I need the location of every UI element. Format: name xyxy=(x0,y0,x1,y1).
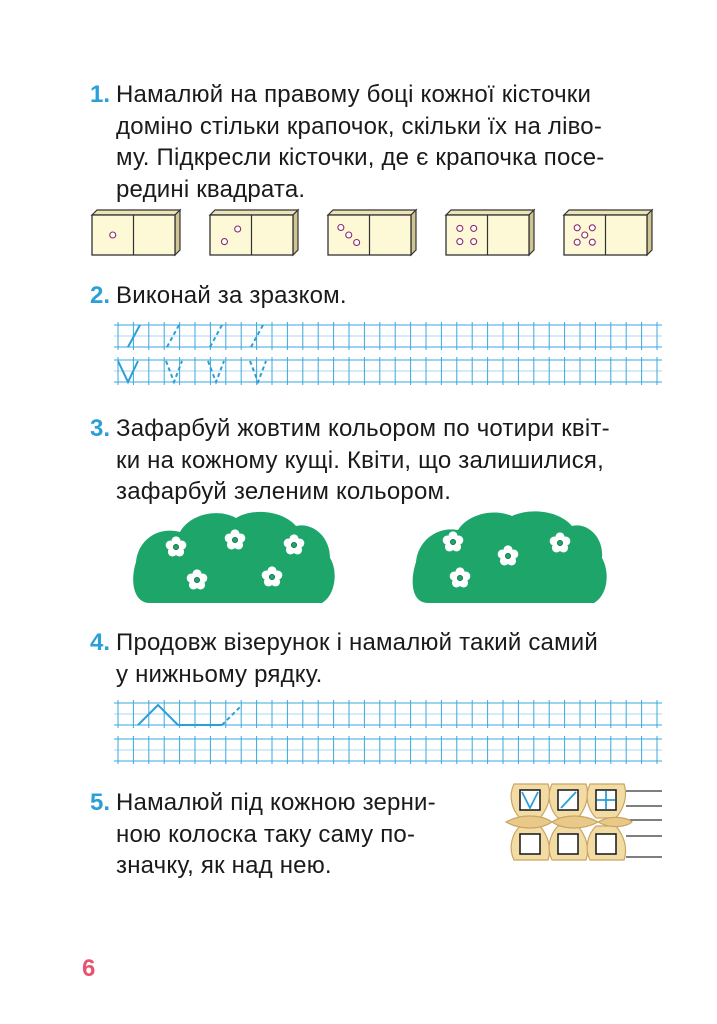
answer-box[interactable] xyxy=(557,833,579,855)
domino-dot xyxy=(220,238,228,246)
task-3-line-3: зафарбуй зеленим кольором. xyxy=(116,478,452,505)
domino-tile xyxy=(326,208,418,257)
page-number: 6 xyxy=(82,955,96,982)
domino-tile xyxy=(90,208,182,257)
domino-dot xyxy=(456,224,464,232)
domino-dot xyxy=(234,225,242,233)
task-3-line-2: ки на кожному кущі. Квіти, що залишилися… xyxy=(116,446,604,474)
domino-dot xyxy=(345,231,353,239)
domino-tile xyxy=(208,208,300,257)
spikelet-awns xyxy=(626,790,662,858)
domino-dot xyxy=(588,224,596,232)
task-4-number: 4. xyxy=(89,629,110,656)
domino-dot xyxy=(581,231,589,239)
bush-left xyxy=(133,511,335,603)
domino-dot xyxy=(337,223,345,232)
task-3-number: 3. xyxy=(89,415,110,442)
task-4-line-2: у нижньому рядку. xyxy=(116,660,323,688)
task-2-line-1: Виконай за зразком. xyxy=(116,282,347,309)
task-1-text: Намалюй на правому боці кожної кісточки … xyxy=(116,79,662,205)
domino-dot xyxy=(456,238,464,246)
domino-dot xyxy=(109,231,117,239)
answer-box[interactable] xyxy=(595,833,617,855)
task-1-number: 1. xyxy=(89,81,110,108)
domino-tile xyxy=(444,208,536,257)
domino-dot xyxy=(573,238,581,246)
task-1-line-4: редині квадрата. xyxy=(116,175,306,203)
task-3-line-1: Зафарбуй жовтим кольором по чотири квіт- xyxy=(116,415,610,442)
domino-dot xyxy=(470,224,478,232)
task-5-number: 5. xyxy=(89,789,110,816)
task-4-pattern xyxy=(137,703,243,726)
answer-box[interactable] xyxy=(519,833,541,855)
domino-dot xyxy=(588,238,596,246)
task-1-line-2: доміно стільки крапочок, скільки їх на л… xyxy=(116,112,603,140)
task-2-row-1[interactable] xyxy=(114,322,662,350)
task-5-text: Намалюй під кожною зерни- ною колоска та… xyxy=(116,787,482,882)
spikelet-symbols xyxy=(521,791,615,811)
task-4-text: Продовж візерунок і намалюй такий самий … xyxy=(116,627,662,690)
spikelet xyxy=(504,783,662,861)
task-5-line-1: Намалюй під кожною зерни- xyxy=(116,789,436,816)
task-3-text: Зафарбуй жовтим кольором по чотири квіт-… xyxy=(116,413,662,508)
task-4-row-2[interactable] xyxy=(114,736,662,764)
domino-dot xyxy=(353,238,361,247)
task-1-line-1: Намалюй на правому боці кожної кісточки xyxy=(116,81,592,108)
task-5-line-2: ною колоска таку саму по- xyxy=(116,820,416,848)
dominoes-row xyxy=(90,208,654,257)
task-2-grid xyxy=(114,322,662,385)
task-5-line-3: значку, як над нею. xyxy=(116,852,332,879)
domino-tile xyxy=(562,208,654,257)
task-4-grid xyxy=(114,700,662,764)
domino-dot xyxy=(573,224,581,232)
bush-right xyxy=(412,511,607,603)
bushes xyxy=(133,511,607,603)
task-2-number: 2. xyxy=(89,282,110,309)
task-1-line-3: му. Підкресли кісточки, де є крапочка по… xyxy=(116,144,605,171)
task-2-text: Виконай за зразком. xyxy=(116,280,662,312)
task-2-row-2[interactable] xyxy=(114,357,662,385)
task-4-row-1[interactable] xyxy=(114,700,662,728)
task-2-sample-strokes xyxy=(117,324,267,385)
task-4-line-1: Продовж візерунок і намалюй такий самий xyxy=(116,629,599,656)
domino-dot xyxy=(470,238,478,246)
